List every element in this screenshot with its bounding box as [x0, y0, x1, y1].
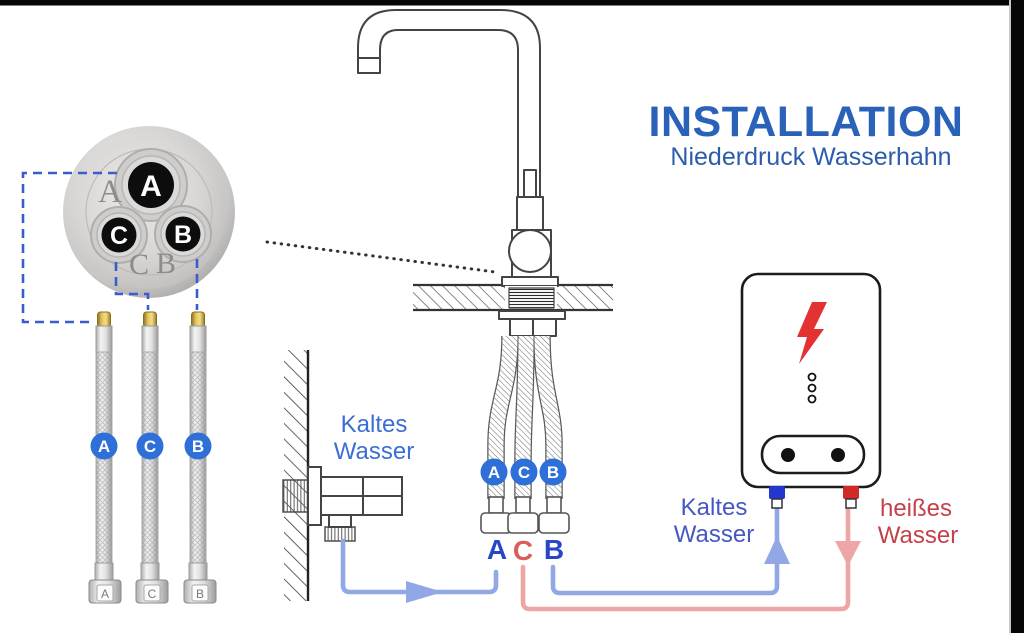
hole-label-c: C	[110, 222, 128, 250]
port-letter-c: C	[513, 535, 533, 566]
port-letter-a: A	[487, 534, 507, 565]
faucet-flange	[498, 310, 566, 320]
svg-text:Kaltes: Kaltes	[341, 411, 408, 438]
faucet-lever	[523, 169, 537, 199]
port-letters: A C B	[487, 534, 564, 566]
svg-text:Wasser: Wasser	[878, 522, 958, 549]
engraved-letter-a: A	[98, 174, 122, 210]
svg-text:heißes: heißes	[880, 495, 952, 522]
hole-label-a: A	[140, 170, 162, 203]
dotted-pointer-line	[265, 240, 497, 274]
hot-outlet-stub	[843, 486, 859, 499]
supply-hose-badges: A C B	[90, 432, 212, 460]
water-heater	[740, 272, 882, 509]
faucet-hoses: A C B	[480, 335, 570, 534]
mounting-hole-b: B	[154, 205, 212, 263]
nut-label-a: A	[101, 587, 109, 601]
faucet-spout	[357, 9, 541, 234]
faucet-base-bottom-view: A C B A C B	[63, 126, 235, 298]
faucet-hose-badge-a: A	[488, 463, 500, 482]
svg-text:Kaltes: Kaltes	[681, 494, 748, 521]
outlet-socket	[760, 434, 866, 475]
cold-flow-arrow-up-icon	[764, 536, 790, 564]
cold-line-b-to-heater	[550, 505, 780, 596]
hole-label-b: B	[174, 221, 192, 249]
nut-label-c: C	[148, 587, 157, 601]
supply-hoses: A C B A C B	[88, 311, 217, 604]
lightning-bolt-icon	[797, 302, 827, 364]
nut-label-b: B	[196, 587, 204, 601]
faucet-hose-badge-b: B	[547, 463, 559, 482]
angle-valve	[282, 466, 403, 542]
svg-text:Wasser: Wasser	[674, 521, 754, 548]
page-title: INSTALLATION	[649, 98, 964, 146]
heater-cold-water-label: Kaltes Wasser	[674, 494, 754, 548]
cold-water-valve-label: Kaltes Wasser	[334, 411, 414, 465]
mounting-hole-a: A	[114, 148, 188, 222]
engraved-letter-c: C	[129, 248, 149, 281]
right-border	[1011, 0, 1024, 633]
cold-flow-arrow-right-icon	[406, 581, 443, 603]
faucet-base-plate	[501, 276, 559, 287]
hot-flow-arrow-down-icon	[835, 541, 861, 566]
hose-badge-c: C	[144, 437, 156, 456]
hot-line-heater-to-c	[520, 501, 851, 612]
engraved-letter-b: B	[156, 247, 176, 280]
cold-line-valve-to-a	[340, 538, 499, 595]
dashed-guide-lines	[21, 171, 199, 324]
faucet-hose-badge-c: C	[518, 463, 530, 482]
faucet-ball-joint	[508, 229, 552, 273]
page-subtitle: Niederdruck Wasserhahn	[670, 143, 951, 171]
top-border	[0, 0, 1024, 6]
faucet-hose-badges: A C B	[480, 458, 567, 486]
svg-text:Wasser: Wasser	[334, 438, 414, 465]
faucet-shank-threads	[508, 287, 555, 309]
hose-badge-a: A	[98, 437, 110, 456]
heater-hot-water-label: heißes Wasser	[878, 495, 958, 549]
cold-inlet-stub	[769, 486, 785, 499]
hose-badge-b: B	[192, 437, 204, 456]
wall	[284, 350, 310, 601]
indicator-lights	[807, 372, 817, 404]
port-letter-b: B	[544, 534, 564, 565]
mounting-hole-c: C	[90, 206, 148, 264]
kitchen-faucet	[357, 9, 566, 337]
